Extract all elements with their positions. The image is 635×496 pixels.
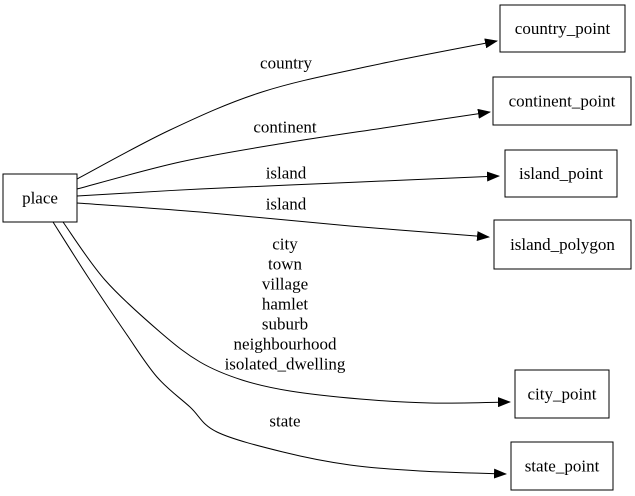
node-continent_point-box [492,76,632,126]
node-city_point: city_point [514,369,610,419]
edges-layer [52,38,511,479]
edge-place-state_point [52,221,507,479]
edge-place-island_point [76,171,500,197]
node-state_point: state_point [510,441,614,491]
node-continent_point-label: continent_point [509,92,616,111]
node-island_polygon: island_polygon [493,219,632,270]
edge-label-place-city_point-5: neighbourhood [234,335,337,354]
edge-label-place-city_point-6: isolated_dwelling [225,355,346,374]
node-island_point-label: island_point [519,164,603,183]
node-continent_point: continent_point [492,76,632,126]
node-island_polygon-label: island_polygon [510,235,615,254]
node-country_point: country_point [499,4,626,53]
edge-place-island_polygon [76,202,490,242]
edge-place-city_point [62,221,511,408]
node-island_polygon-box [493,219,632,270]
node-city_point-box [514,369,610,419]
edge-label-place-city_point-3: hamlet [262,295,309,314]
edge-label-place-city_point-0: city [272,235,298,254]
edge-label-place-city_point-4: suburb [262,315,308,334]
node-place: place [2,173,78,223]
node-island_point-box [504,149,618,198]
edge-label-place-country_point-0: country [260,54,312,73]
node-place-box [2,173,78,223]
node-country_point-box [499,4,626,53]
edge-place-continent_point [76,108,491,190]
node-country_point-label: country_point [515,19,611,38]
edge-label-place-island_polygon-0: island [266,195,307,214]
edge-label-place-city_point-2: village [262,275,308,294]
node-place-label: place [22,189,58,208]
edge-label-place-state_point-0: state [269,412,300,431]
node-city_point-label: city_point [528,385,597,404]
edge-label-place-continent_point-0: continent [253,118,317,137]
edge-label-place-island_point-0: island [266,164,307,183]
node-state_point-label: state_point [525,457,600,476]
edge-place-country_point [76,38,498,180]
nodes-layer: place country_point continent_point island_… [2,4,632,491]
edge-label-place-city_point-1: town [268,255,303,274]
node-state_point-box [510,441,614,491]
edge-labels-layer: country continent island island citytownvill… [225,54,346,431]
node-island_point: island_point [504,149,618,198]
